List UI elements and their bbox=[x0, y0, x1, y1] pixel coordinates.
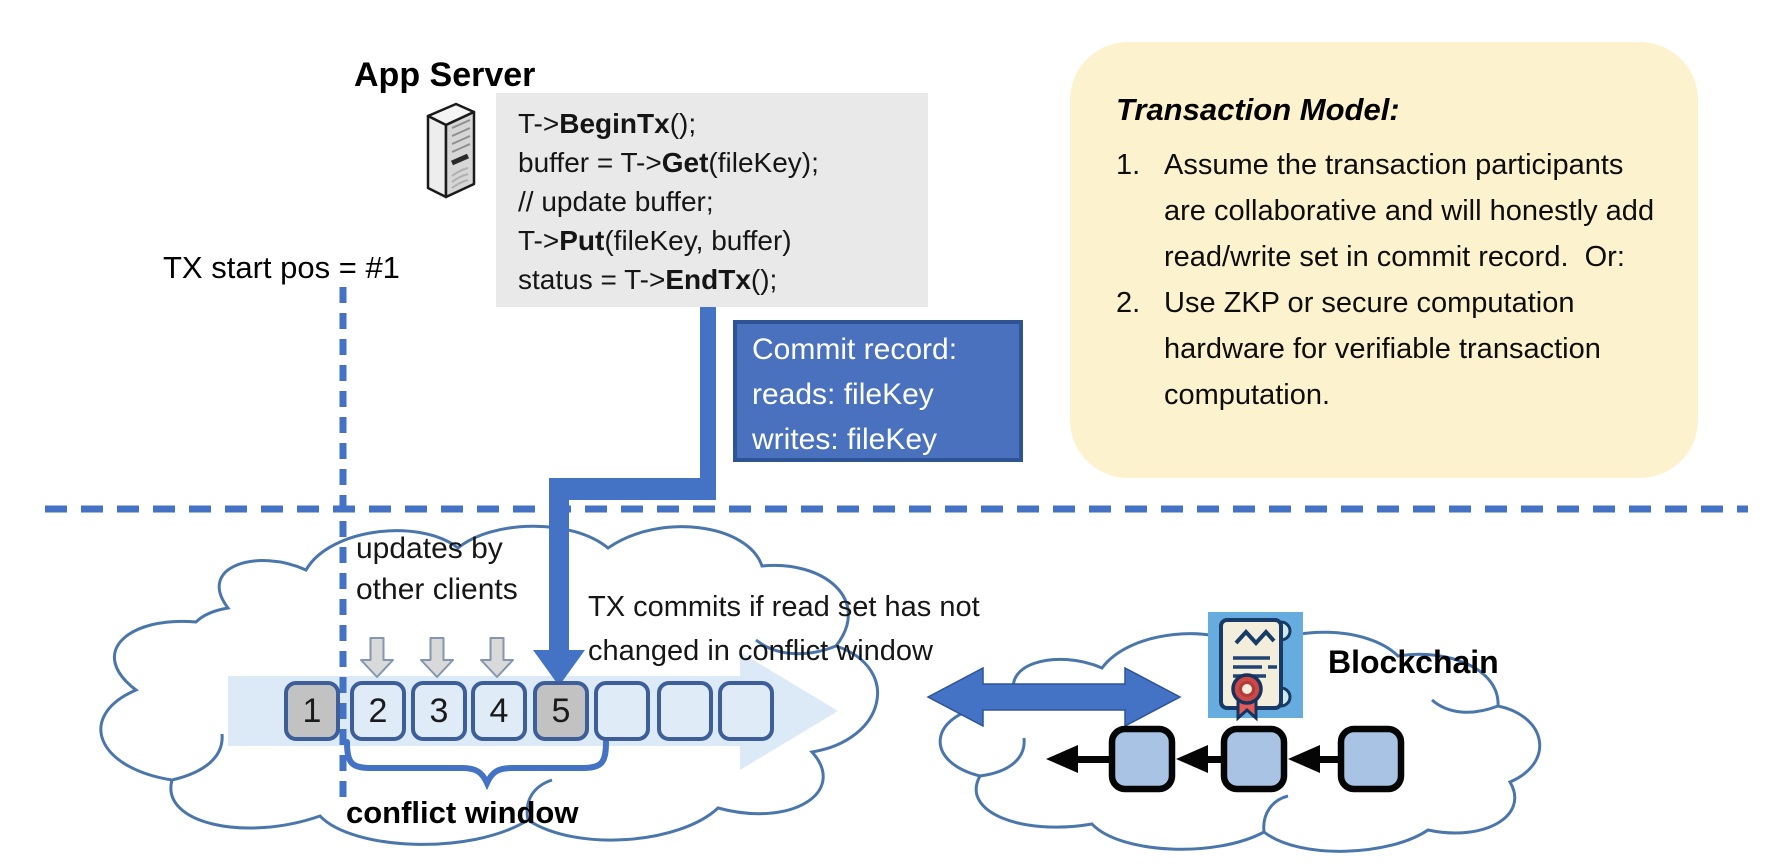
timeline-square-1: 1 bbox=[284, 681, 340, 741]
timeline-square-3: 3 bbox=[411, 681, 467, 741]
block bbox=[1220, 725, 1288, 793]
conflict-window-label: conflict window bbox=[346, 795, 579, 830]
commit-record-box: Commit record: reads: fileKey writes: fi… bbox=[733, 320, 1023, 462]
timeline-square-7 bbox=[657, 681, 713, 741]
app-server-title: App Server bbox=[354, 56, 536, 94]
transaction-model-item: 1. Assume the transaction participants ar… bbox=[1116, 142, 1660, 280]
certificate-icon bbox=[1208, 612, 1303, 722]
commit-record-line: writes: fileKey bbox=[752, 423, 938, 456]
update-arrow-icon bbox=[480, 637, 514, 678]
blockchain-label: Blockchain bbox=[1328, 644, 1499, 680]
list-text: Use ZKP or secure computation hardware f… bbox=[1164, 287, 1609, 411]
timeline-square-5: 5 bbox=[533, 681, 589, 741]
code-line: buffer = T->Get(fileKey); bbox=[518, 147, 819, 178]
transaction-model-list: 1. Assume the transaction participants ar… bbox=[1116, 142, 1660, 418]
code-line: status = T->EndTx(); bbox=[518, 264, 778, 295]
block bbox=[1108, 725, 1176, 793]
timeline-square-2: 2 bbox=[350, 681, 406, 741]
commit-record-line: Commit record: bbox=[752, 333, 958, 366]
transaction-model-item: 2. Use ZKP or secure computation hardware… bbox=[1116, 280, 1660, 418]
updates-by-other-clients-label: updates by other clients bbox=[356, 532, 518, 606]
sync-double-arrow bbox=[926, 666, 1182, 728]
server-icon bbox=[426, 102, 476, 199]
timeline-square-8 bbox=[718, 681, 774, 741]
conflict-window-brace bbox=[344, 739, 609, 791]
tx-start-pos-label: TX start pos = #1 bbox=[163, 250, 400, 285]
timeline-square-6 bbox=[594, 681, 650, 741]
transaction-model-title: Transaction Model: bbox=[1116, 92, 1400, 127]
commit-record-line: reads: fileKey bbox=[752, 378, 934, 411]
update-arrow-icon bbox=[420, 637, 454, 678]
transaction-code-block: T->BeginTx(); buffer = T->Get(fileKey); //… bbox=[496, 93, 928, 307]
timeline-square-4: 4 bbox=[471, 681, 527, 741]
block bbox=[1337, 725, 1405, 793]
tx-commits-note: TX commits if read set has not changed i… bbox=[588, 591, 980, 667]
chain-links bbox=[1046, 745, 1342, 773]
code-line: T->BeginTx(); bbox=[518, 108, 697, 139]
list-number: 2. bbox=[1116, 287, 1141, 319]
code-line: T->Put(fileKey, buffer) bbox=[518, 225, 792, 256]
list-number: 1. bbox=[1116, 149, 1141, 181]
commit-flow-arrow bbox=[533, 302, 716, 686]
update-arrows bbox=[360, 637, 514, 678]
list-text: Assume the transaction participants are … bbox=[1164, 149, 1663, 273]
transaction-model-note: Transaction Model: 1. Assume the transact… bbox=[1070, 42, 1698, 478]
code-line: // update buffer; bbox=[518, 186, 714, 217]
update-arrow-icon bbox=[360, 637, 394, 678]
blockchain-blocks bbox=[1108, 725, 1405, 793]
code-lines: T->BeginTx(); buffer = T->Get(fileKey); //… bbox=[496, 104, 928, 299]
